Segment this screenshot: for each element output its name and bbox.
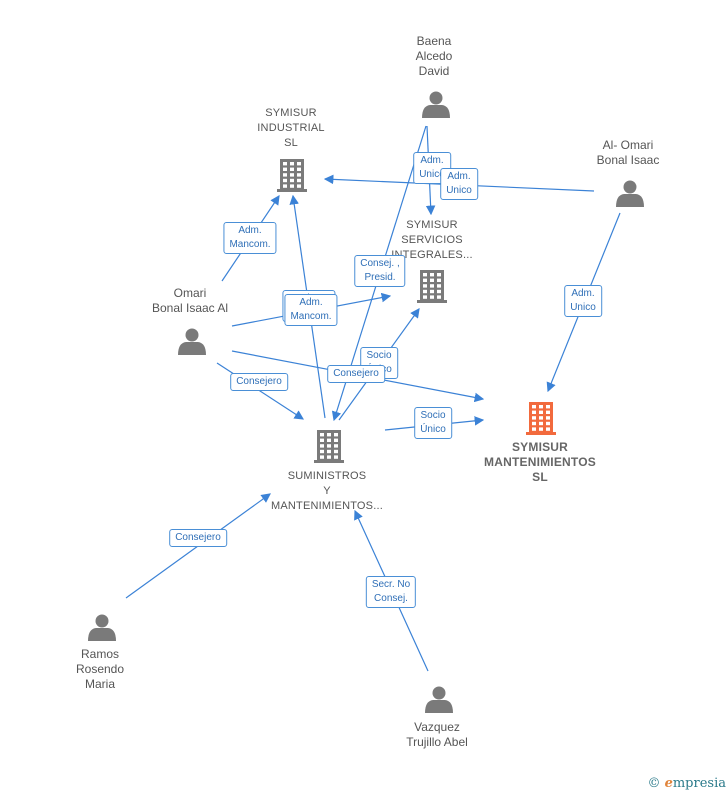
person-icon[interactable]	[425, 686, 453, 714]
edge-line-e11	[216, 362, 305, 420]
node-label-symisur_mant[interactable]: SYMISUR MANTENIMIENTOS SL	[484, 440, 596, 484]
node-label-baena[interactable]: Baena Alcedo David	[415, 34, 453, 78]
edge-label-e5[interactable]: Consej. , Presid.	[354, 255, 406, 287]
person-icon[interactable]	[88, 614, 116, 642]
building-icon[interactable]	[277, 159, 307, 192]
node-label-suministros[interactable]: SUMINISTROS Y MANTENIMIENTOS...	[271, 470, 383, 512]
node-label-omari[interactable]: Omari Bonal Isaac Al	[151, 286, 229, 315]
edge-label-e10[interactable]: Socio Único	[414, 407, 452, 439]
edge-label-e4[interactable]: Adm. Mancom.	[223, 222, 277, 254]
edge-label-e11[interactable]: Consejero	[230, 373, 288, 391]
building-icon[interactable]	[526, 402, 556, 435]
node-label-alomari[interactable]: Al- Omari Bonal Isaac	[596, 138, 660, 167]
brand-logo: © empresia	[647, 776, 726, 791]
building-icon[interactable]	[314, 430, 344, 463]
copyright-symbol: ©	[647, 776, 661, 791]
person-icon[interactable]	[422, 91, 450, 119]
node-label-vazquez[interactable]: Vazquez Trujillo Abel	[406, 720, 468, 749]
edge-label-e3[interactable]: Adm. Unico	[564, 285, 602, 317]
edge-label-e7[interactable]: Adm. Mancom.	[284, 294, 338, 326]
node-label-symisur_serv[interactable]: SYMISUR SERVICIOS INTEGRALES...	[391, 219, 473, 261]
node-label-symisur_ind[interactable]: SYMISUR INDUSTRIAL SL	[257, 107, 325, 149]
brand-initial: e	[664, 776, 673, 791]
icons-layer	[88, 91, 644, 714]
person-icon[interactable]	[616, 180, 644, 208]
building-icon[interactable]	[417, 270, 447, 303]
person-icon[interactable]	[178, 328, 206, 356]
edge-label-e9[interactable]: Consejero	[327, 365, 385, 383]
edge-label-e2[interactable]: Adm. Unico	[440, 168, 478, 200]
edge-label-e13[interactable]: Consejero	[169, 529, 227, 547]
edge-label-e12[interactable]: Secr. No Consej.	[365, 576, 417, 608]
brand-name: mpresia	[672, 776, 726, 791]
node-label-ramos[interactable]: Ramos Rosendo Maria	[75, 647, 125, 691]
